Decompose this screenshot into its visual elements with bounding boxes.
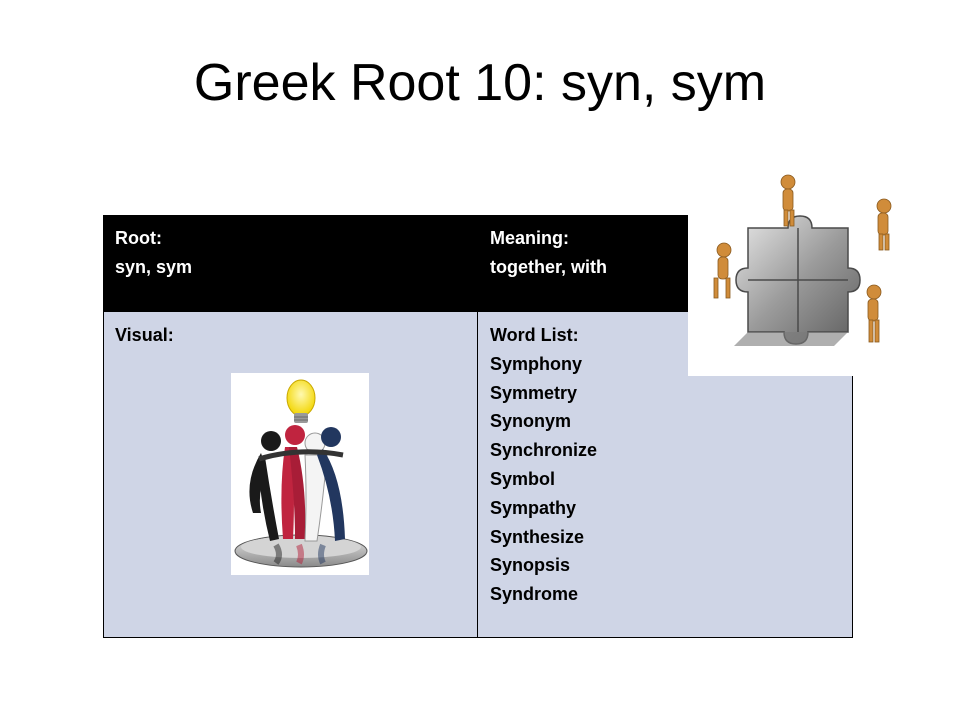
visual-label: Visual: (115, 325, 174, 345)
meaning-value: together, with (490, 256, 607, 277)
word-list-label: Word List: (490, 325, 579, 345)
table-border-bottom (103, 637, 853, 638)
word-item: Syndrome (490, 584, 579, 605)
word-item: Sympathy (490, 497, 577, 518)
word-item: Synthesize (490, 526, 585, 547)
word-item: Synonym (490, 411, 572, 432)
word-item: Symmetry (490, 382, 578, 403)
meaning-label: Meaning: (490, 228, 569, 248)
word-item: Symbol (490, 468, 556, 489)
table-border-left (103, 312, 104, 638)
word-list: Symphony Symmetry Synonym Synchronize Sy… (490, 350, 853, 609)
puzzle-assembly-image (688, 168, 912, 376)
table-border-middle (477, 312, 478, 638)
team-huddle-image (231, 373, 369, 575)
root-value: syn, sym (115, 256, 193, 277)
root-header-cell: Root: syn, sym (103, 215, 478, 312)
table-border-right (852, 312, 853, 638)
root-label: Root: (115, 228, 162, 248)
word-item: Synopsis (490, 555, 571, 576)
slide-title: Greek Root 10: syn, sym (193, 54, 767, 112)
team-huddle-illustration (234, 379, 368, 568)
word-item: Symphony (490, 353, 583, 374)
word-item: Synchronize (490, 440, 598, 461)
puzzle-assembly-illustration (713, 174, 892, 346)
